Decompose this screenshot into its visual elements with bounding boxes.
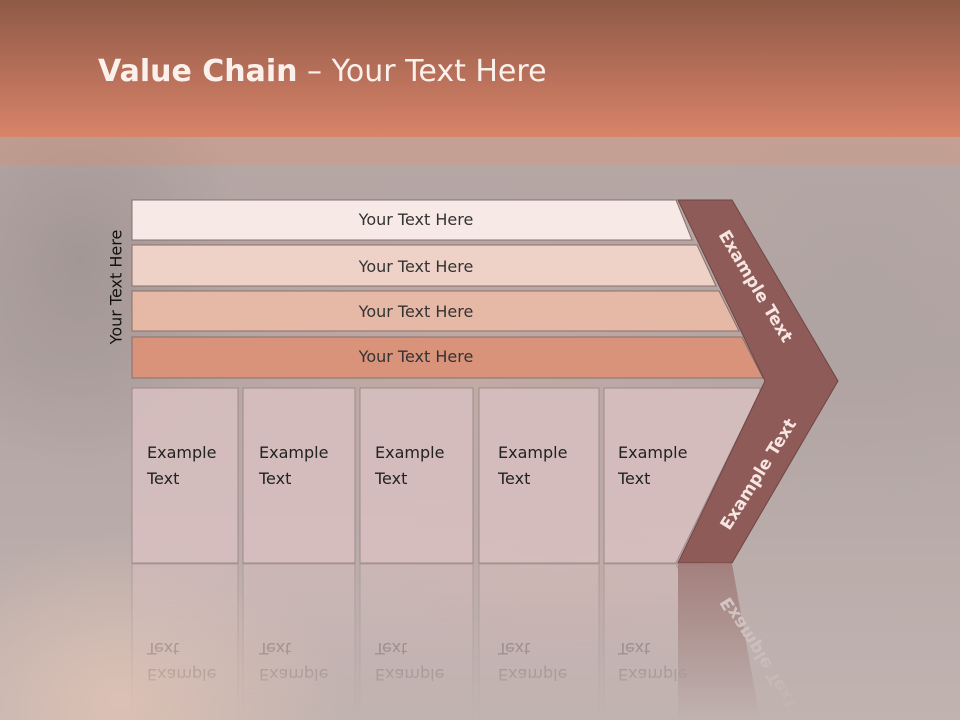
diagram-reflection: Example Text Example Text Example Text E… [131,563,801,720]
chevron: Example Text Example Text [677,199,839,564]
row-4-bar [131,336,764,379]
column-4-box [478,387,600,564]
reflection-box-2 [242,563,356,720]
title-bold: Value Chain [98,54,298,89]
reflection-column-4-line1: Example [498,665,567,684]
row-2-label: Your Text Here [358,257,474,276]
diagram-main: Your Text Here Your Text Here Your Text … [131,199,839,564]
reflection-column-4-line2: Text [497,639,530,658]
column-3-line1: Example [375,443,444,462]
header-bar [0,0,960,137]
reflection-column-1-line2: Text [146,639,179,658]
reflection-column-3-line1: Example [375,665,444,684]
column-4-line2: Text [497,469,530,488]
reflection-column-2-line2: Text [258,639,291,658]
chevron-shape [677,199,839,564]
row-3-label: Your Text Here [358,302,474,321]
column-1-line2: Text [146,469,179,488]
header-band [0,137,960,165]
reflection-box-1 [131,563,239,720]
row-1-label: Your Text Here [358,210,474,229]
reflection-column-1-line1: Example [147,665,216,684]
title-rest: – Your Text Here [297,54,547,89]
column-2: Example Text [242,387,356,564]
column-5: Example Text [603,387,761,564]
row-4-label: Your Text Here [358,347,474,366]
reflection-column-5-line2: Text [617,639,650,658]
slide-title: Value Chain – Your Text Here [98,54,547,89]
row-3: Your Text Here [131,290,740,332]
row-1-bar [131,199,693,241]
reflection-box-3 [359,563,474,720]
column-1: Example Text [131,387,239,564]
column-3-line2: Text [374,469,407,488]
column-1-line1: Example [147,443,216,462]
row-1: Your Text Here [131,199,693,241]
column-4-line1: Example [498,443,567,462]
column-5-line1: Example [618,443,687,462]
column-5-box [603,387,761,564]
row-4: Your Text Here [131,336,764,379]
column-3: Example Text [359,387,474,564]
reflection-chevron [678,564,761,720]
reflection-column-5-line1: Example [618,665,687,684]
reflection-column-2-line1: Example [259,665,328,684]
reflection-box-4 [478,563,600,720]
column-2-box [242,387,356,564]
column-3-box [359,387,474,564]
column-2-line1: Example [259,443,328,462]
column-5-line2: Text [617,469,650,488]
reflection-column-3-line2: Text [374,639,407,658]
column-2-line2: Text [258,469,291,488]
column-1-box [131,387,239,564]
row-2: Your Text Here [131,244,717,287]
row-3-bar [131,290,740,332]
column-4: Example Text [478,387,600,564]
row-2-bar [131,244,717,287]
